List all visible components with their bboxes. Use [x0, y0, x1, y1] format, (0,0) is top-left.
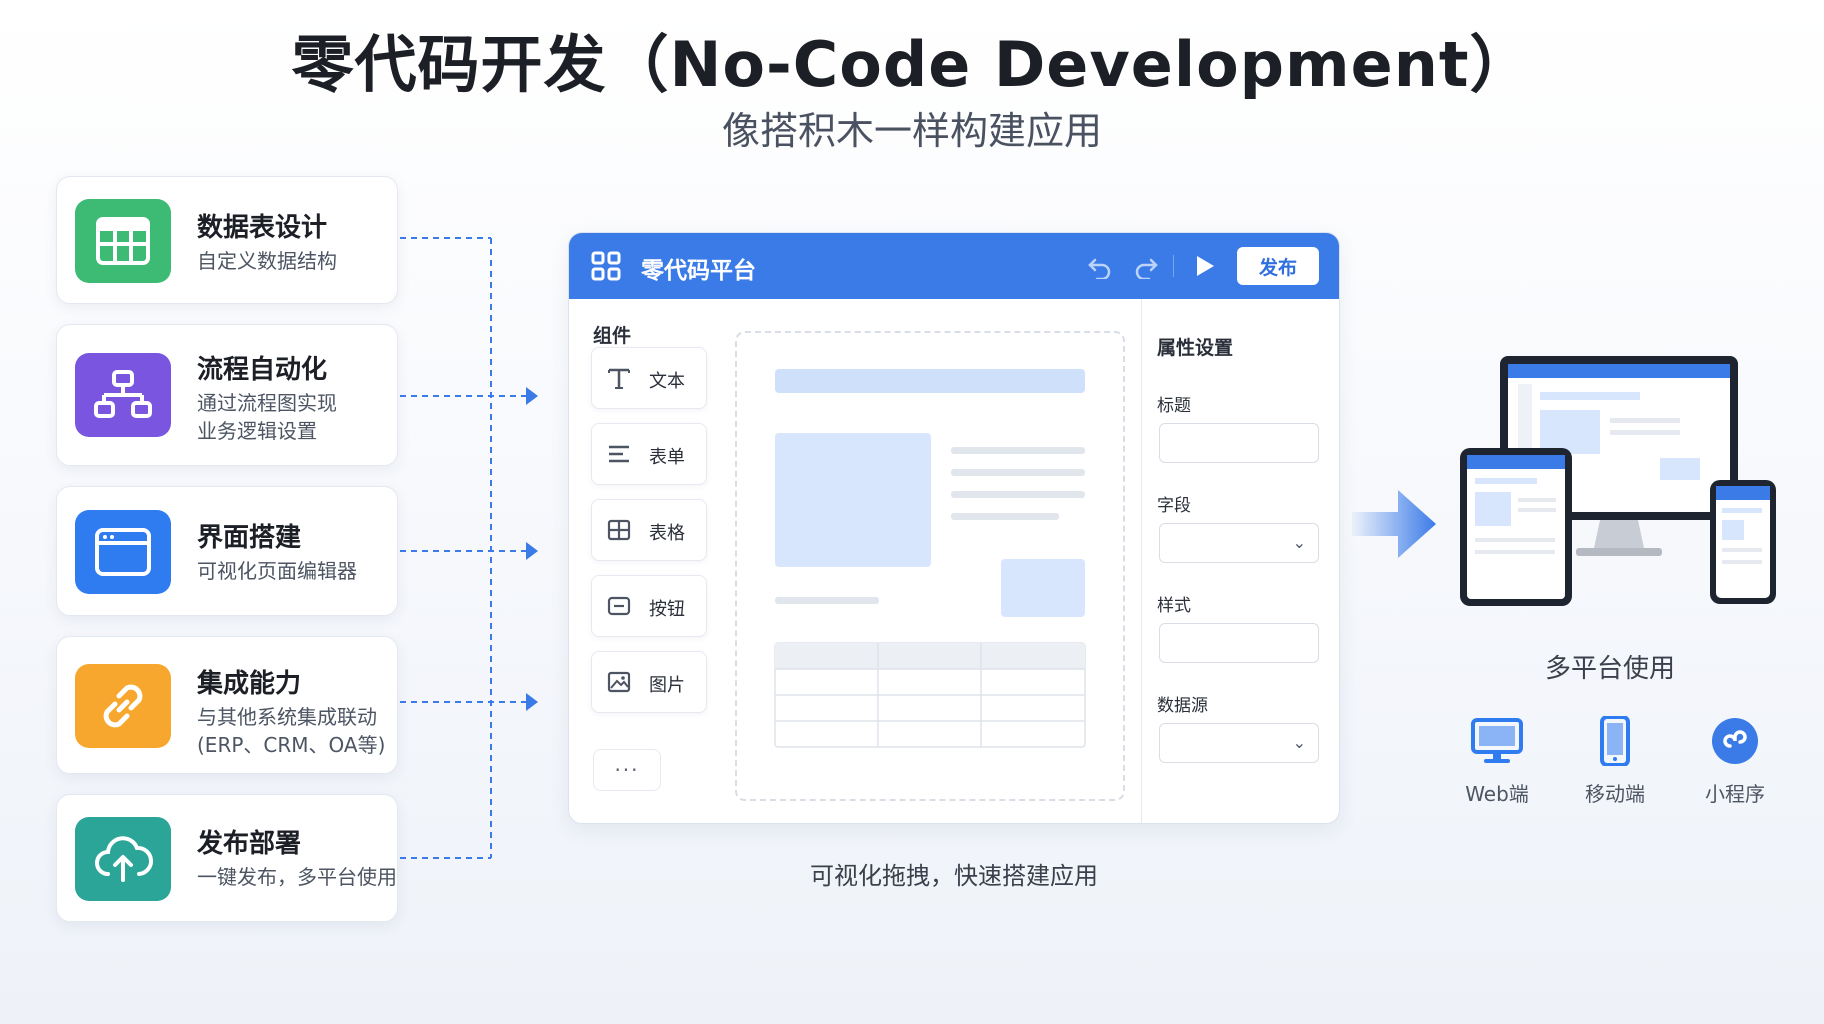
chevron-down-icon: ⌄	[1292, 533, 1306, 552]
phone-icon	[1600, 715, 1630, 767]
header-divider	[1173, 255, 1174, 277]
page-subtitle: 像搭积木一样构建应用	[721, 109, 1102, 153]
redo-icon[interactable]	[1133, 253, 1159, 279]
component-table[interactable]: 表格	[591, 499, 707, 561]
canvas-wireframe	[774, 369, 1086, 748]
tablet-device	[1460, 448, 1572, 606]
platform-title: 零代码平台	[641, 258, 756, 284]
datasource-select[interactable]: ⌄	[1159, 723, 1319, 763]
field-label-field: 字段	[1157, 496, 1191, 516]
component-form[interactable]: 表单	[591, 423, 707, 485]
arrow-head	[526, 542, 538, 560]
component-button[interactable]: 按钮	[591, 575, 707, 637]
component-label: 表格	[649, 523, 685, 544]
text-icon	[608, 368, 630, 389]
feature-desc: 一键发布，多平台使用	[197, 865, 397, 889]
multi-device-illustration	[1460, 356, 1776, 606]
feature-desc: 通过流程图实现 业务逻辑设置	[197, 391, 337, 443]
feature-desc: 可视化页面编辑器	[197, 559, 357, 583]
platform-caption: 可视化拖拽，快速搭建应用	[810, 862, 1098, 890]
feature-title: 流程自动化	[197, 355, 328, 385]
play-icon[interactable]	[1195, 255, 1215, 277]
feature-card-data-table: 数据表设计 自定义数据结构	[56, 176, 398, 304]
platform-label: Web端	[1465, 782, 1529, 806]
table-icon	[75, 199, 171, 283]
component-label: 表单	[649, 447, 685, 468]
link-icon	[75, 664, 171, 748]
monitor-icon	[1471, 718, 1523, 763]
style-input[interactable]	[1159, 623, 1319, 663]
feature-card-workflow: 流程自动化 通过流程图实现 业务逻辑设置	[56, 324, 398, 466]
platform-mini-program: 小程序	[1690, 716, 1780, 807]
no-code-platform-window: 零代码平台 发布 组件 文本 表单 表格 按钮 图片 ···	[568, 232, 1340, 824]
component-label: 按钮	[649, 599, 685, 620]
table-grid-icon	[607, 519, 631, 541]
component-label: 文本	[649, 371, 685, 392]
title-input[interactable]	[1159, 423, 1319, 463]
panel-divider	[1141, 299, 1142, 823]
feature-card-ui-builder: 界面搭建 可视化页面编辑器	[56, 486, 398, 616]
multi-platform-title: 多平台使用	[1544, 654, 1675, 684]
design-canvas[interactable]	[735, 331, 1125, 801]
mini-program-icon	[1712, 718, 1758, 764]
feature-title: 界面搭建	[197, 523, 302, 553]
component-image[interactable]: 图片	[591, 651, 707, 713]
window-icon	[75, 510, 171, 594]
page-title: 零代码开发（No-Code Development）	[291, 28, 1533, 101]
flowchart-icon	[75, 353, 171, 437]
components-label: 组件	[593, 325, 632, 347]
arrow-head	[526, 387, 538, 405]
feature-card-deploy: 发布部署 一键发布，多平台使用	[56, 794, 398, 922]
grid-icon	[591, 251, 621, 281]
cloud-upload-icon	[75, 817, 171, 901]
component-label: 图片	[649, 675, 685, 696]
big-right-arrow-icon	[1352, 490, 1436, 558]
component-text[interactable]: 文本	[591, 347, 707, 409]
feature-title: 数据表设计	[197, 213, 328, 243]
properties-label: 属性设置	[1157, 337, 1234, 359]
form-icon	[609, 445, 629, 463]
platform-mobile: 移动端	[1570, 715, 1660, 807]
arrow-head	[526, 693, 538, 711]
platform-label: 小程序	[1705, 782, 1765, 806]
phone-device	[1710, 480, 1776, 604]
feature-desc: 自定义数据结构	[197, 249, 337, 273]
platform-label: 移动端	[1585, 782, 1645, 806]
publish-button[interactable]: 发布	[1237, 247, 1319, 285]
field-label-title: 标题	[1157, 396, 1191, 416]
undo-icon[interactable]	[1087, 253, 1113, 279]
window-header: 零代码平台 发布	[569, 233, 1339, 299]
platform-web: Web端	[1452, 716, 1542, 807]
feature-title: 发布部署	[197, 829, 302, 859]
more-components-button[interactable]: ···	[593, 749, 661, 791]
field-label-style: 样式	[1157, 596, 1191, 616]
image-icon	[607, 671, 631, 693]
feature-title: 集成能力	[197, 669, 302, 699]
button-icon	[607, 596, 631, 616]
feature-desc: 与其他系统集成联动 (ERP、CRM、OA等)	[197, 705, 386, 757]
field-select[interactable]: ⌄	[1159, 523, 1319, 563]
field-label-datasource: 数据源	[1157, 696, 1208, 716]
feature-card-integration: 集成能力 与其他系统集成联动 (ERP、CRM、OA等)	[56, 636, 398, 774]
chevron-down-icon: ⌄	[1292, 733, 1306, 752]
